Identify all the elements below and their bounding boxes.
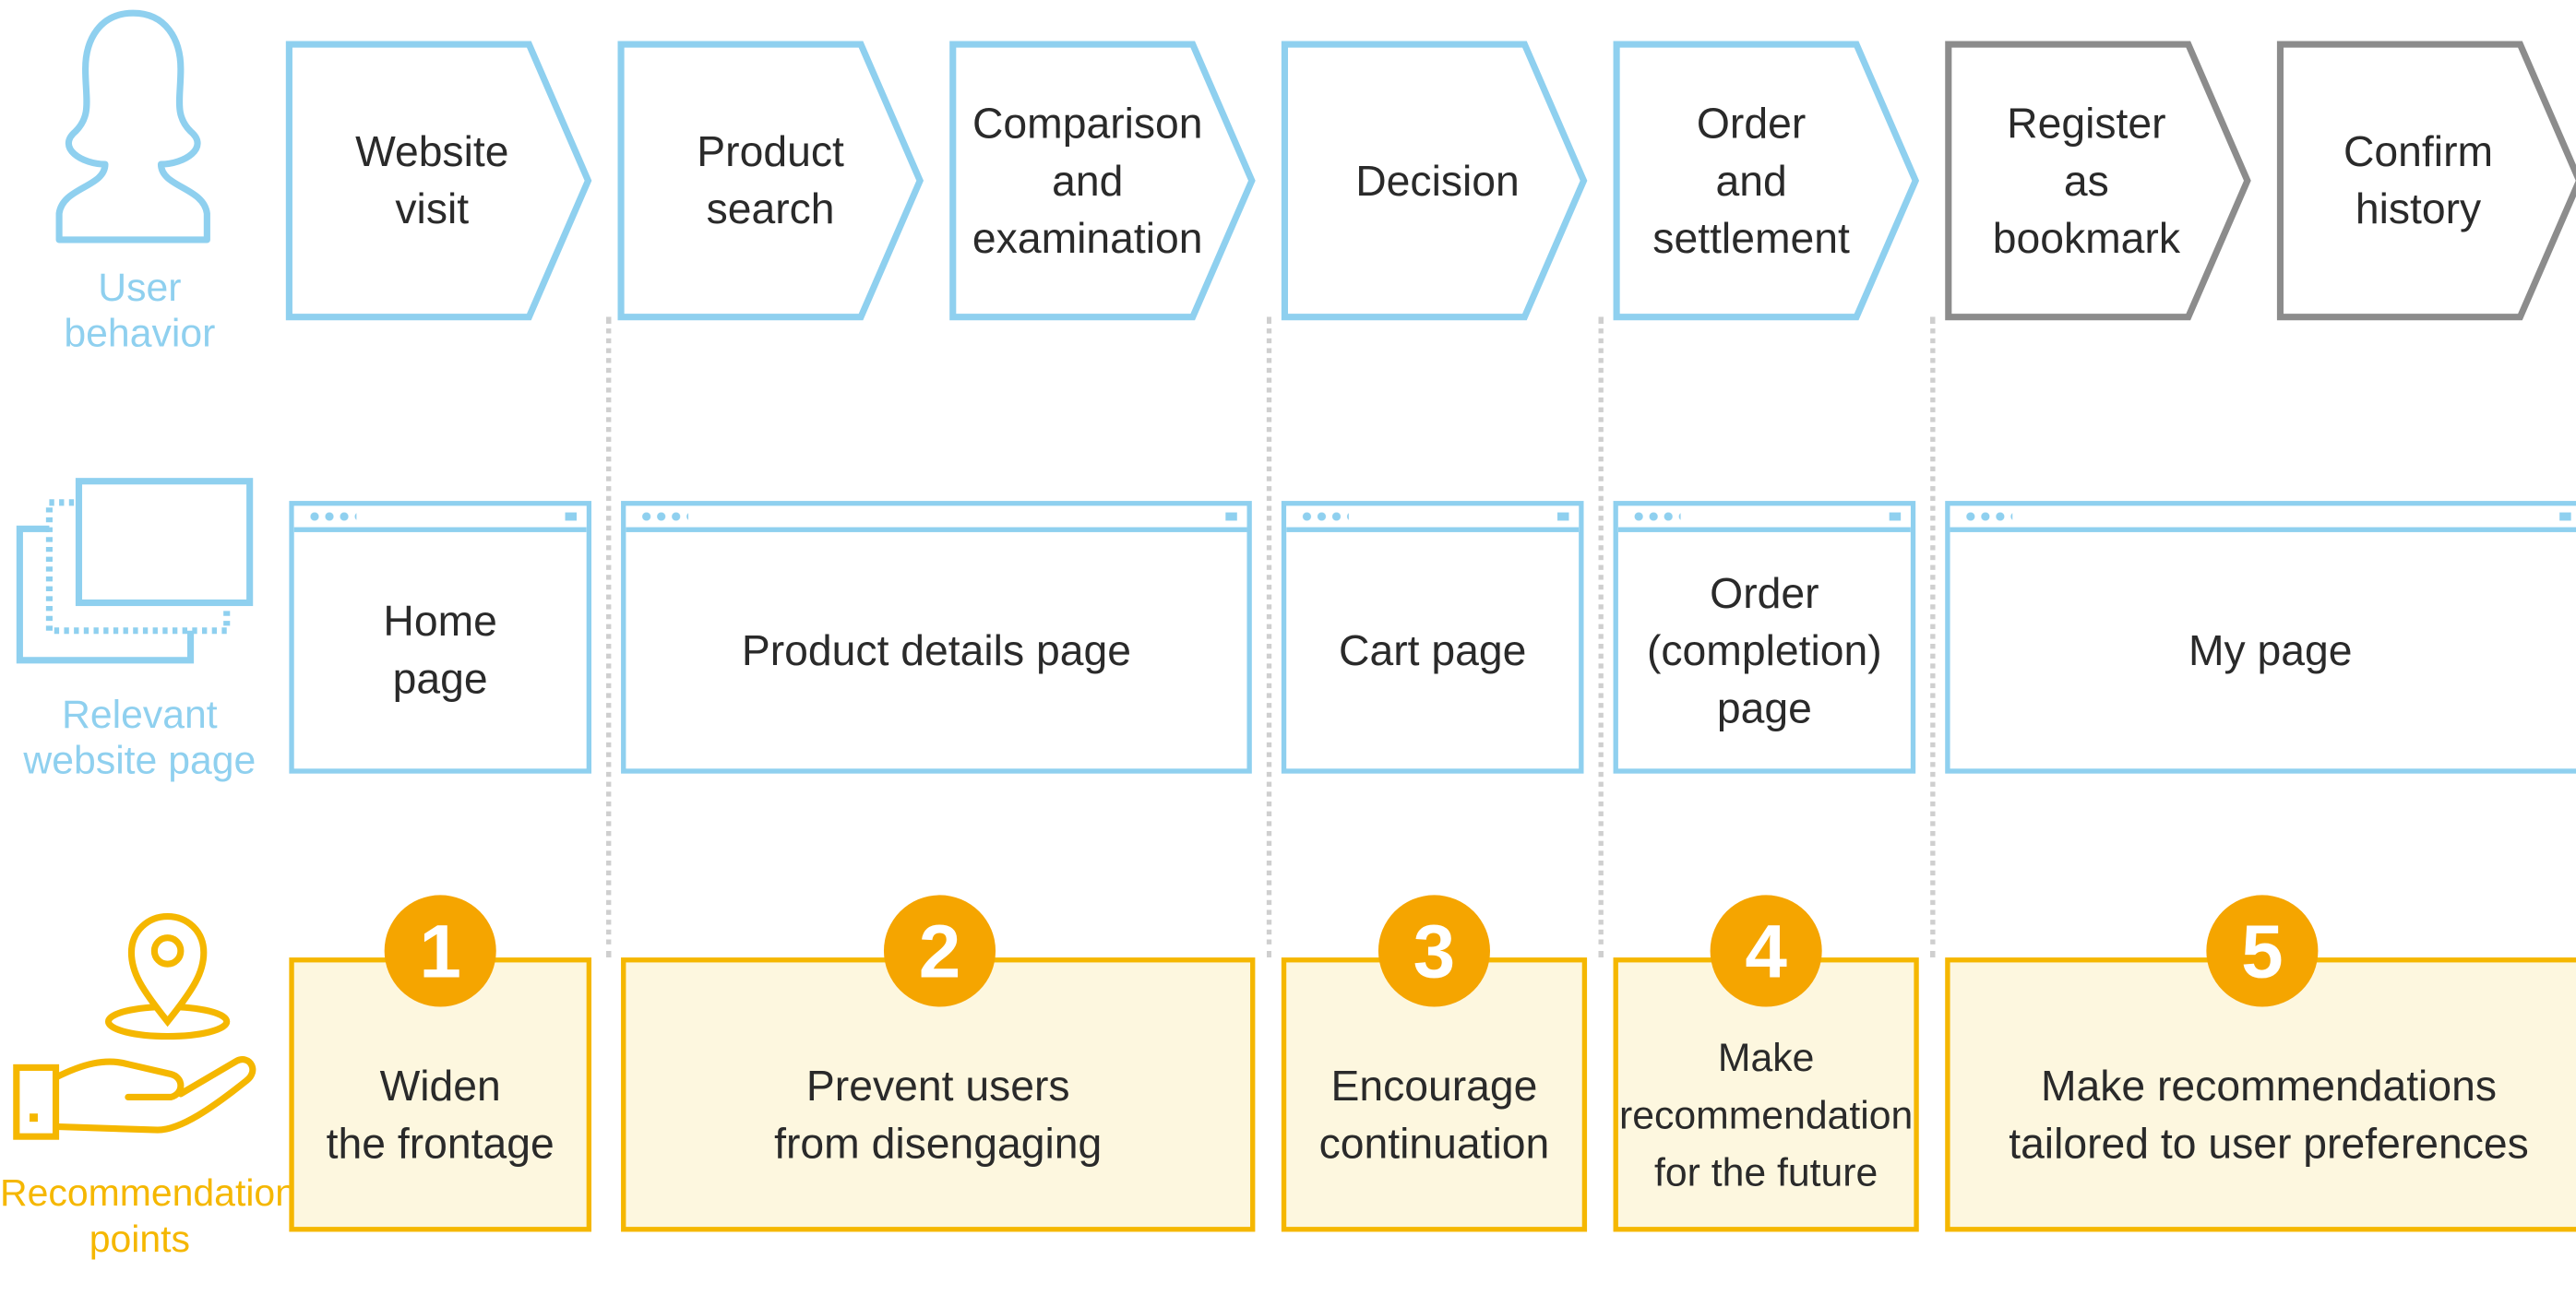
page-label: Order (completion) page <box>1646 567 1882 732</box>
window-button-icon <box>1889 512 1902 521</box>
step-label: Register as bookmark <box>1992 97 2180 263</box>
row-label-user-behavior: User behavior <box>64 266 216 357</box>
window-dots-icon <box>1631 512 1681 521</box>
step-arrow-shape <box>2276 41 2576 321</box>
browser-bar <box>1950 505 2576 532</box>
step-label: Decision <box>1355 155 1520 205</box>
window-dots-icon <box>306 512 357 521</box>
step-number-badge: 1 <box>384 895 496 1007</box>
window-dots-icon <box>638 512 689 521</box>
separator-line <box>1930 316 1936 958</box>
step-number-badge: 4 <box>1710 895 1822 1007</box>
page-label: Home page <box>383 596 497 704</box>
step-number-badge: 3 <box>1377 895 1491 1007</box>
row-label-recommendation: Recommendation points <box>0 1170 296 1260</box>
page-card-order-completion: Order (completion) page <box>1613 501 1916 774</box>
recommendation-label: Encourage continuation <box>1318 1061 1550 1169</box>
window-button-icon <box>1557 512 1569 521</box>
page-card-cart: Cart page <box>1281 501 1584 774</box>
window-button-icon <box>1225 512 1237 521</box>
recommendation-label: Widen the frontage <box>326 1061 555 1169</box>
browser-windows-icon <box>16 478 254 664</box>
window-dots-icon <box>1962 512 2013 521</box>
browser-bar <box>1286 505 1580 532</box>
window-dots-icon <box>1299 512 1349 521</box>
step-arrow-shape <box>1945 41 2251 321</box>
page-card-home: Home page <box>289 501 592 774</box>
page-card-my-page: My page <box>1945 501 2576 774</box>
window-button-icon <box>2559 512 2571 521</box>
browser-bar <box>1617 505 1911 532</box>
user-silhouette-icon <box>55 9 210 244</box>
recommendation-label: Make recommendation for the future <box>1618 1035 1914 1195</box>
step-label: Confirm history <box>2343 126 2494 233</box>
step-number-badge: 5 <box>2206 895 2319 1007</box>
step-arrow-shape <box>285 41 592 321</box>
step-number-badge: 2 <box>883 895 996 1007</box>
location-pin-hand-icon <box>13 913 256 1140</box>
separator-line <box>606 316 612 958</box>
step-arrows <box>285 41 2576 321</box>
recommendation-label: Make recommendations tailored to user pr… <box>2009 1061 2529 1169</box>
page-label: Cart page <box>1339 624 1527 674</box>
page-label: Product details page <box>741 624 1131 674</box>
separator-line <box>1598 316 1604 958</box>
recommendation-label: Prevent users from disengaging <box>774 1061 1103 1169</box>
page-card-product-details: Product details page <box>621 501 1252 774</box>
recommendation-card-3: Encourage continuation <box>1281 957 1588 1232</box>
step-arrow-shape <box>617 41 924 321</box>
step-label: Product search <box>697 126 844 233</box>
step-arrow-shape <box>949 41 1256 321</box>
row-label-website-page: Relevant website page <box>23 693 256 784</box>
step-label: Order and settlement <box>1652 97 1850 263</box>
step-label: Website visit <box>355 126 509 233</box>
step-arrow-shape <box>1613 41 1920 321</box>
step-label: Comparison and examination <box>972 97 1203 263</box>
browser-bar <box>626 505 1247 532</box>
browser-bar <box>293 505 587 532</box>
separator-line <box>1266 316 1272 958</box>
window-button-icon <box>565 512 577 521</box>
page-label: My page <box>2188 624 2353 674</box>
step-arrow-shape <box>1281 41 1588 321</box>
